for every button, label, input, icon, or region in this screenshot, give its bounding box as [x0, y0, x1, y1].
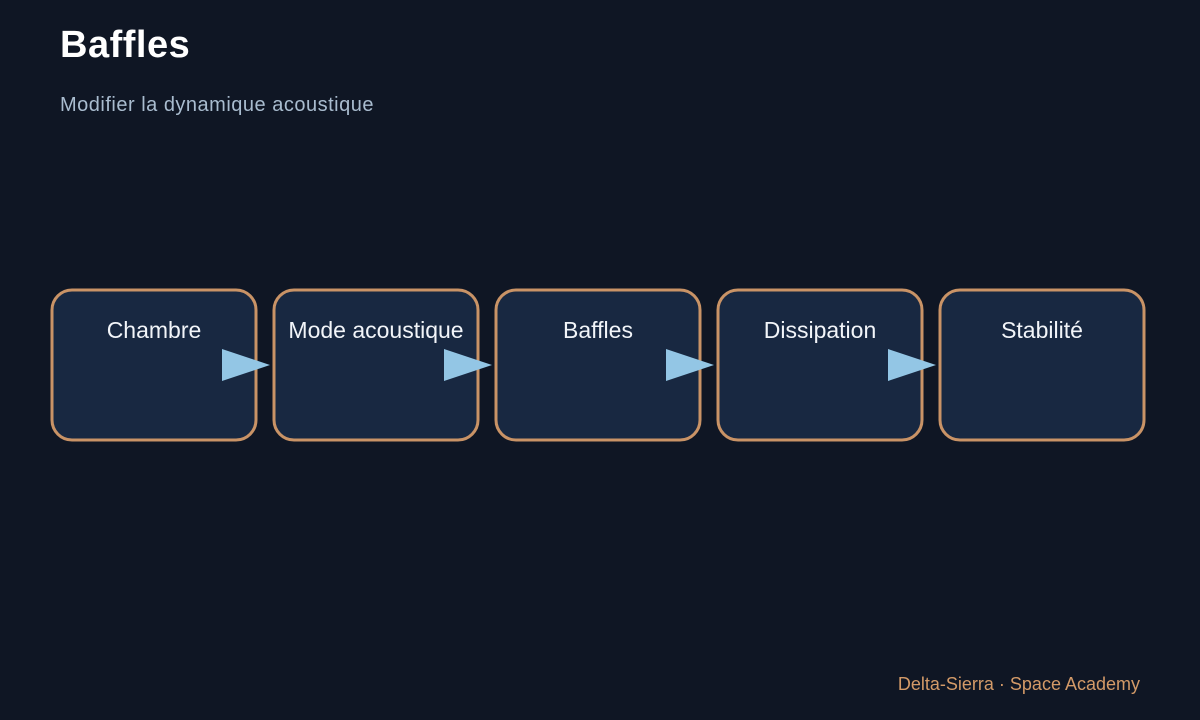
flow-arrow-icon — [444, 349, 492, 381]
page-subtitle: Modifier la dynamique acoustique — [60, 94, 374, 116]
footer-credit: Delta-Sierra · Space Academy — [897, 674, 1140, 694]
flow-step-box — [938, 288, 1146, 442]
flow-step-chambre: Chambre — [50, 288, 258, 442]
flow-step-label: Dissipation — [764, 317, 877, 343]
flow-step-stabilite: Stabilité — [938, 288, 1146, 442]
flow-step-label: Mode acoustique — [288, 317, 463, 343]
flow-step-baffles: Baffles — [494, 288, 702, 442]
flow-arrow-icon — [666, 349, 714, 381]
page-title: Baffles — [60, 24, 191, 66]
flow-arrow-icon — [222, 349, 270, 381]
flow-step-label: Chambre — [107, 317, 202, 343]
flow-step-label: Stabilité — [1001, 317, 1083, 343]
flow-step-label: Baffles — [563, 317, 633, 343]
flow-arrow-icon — [888, 349, 936, 381]
flow-step-mode-acoustique: Mode acoustique — [272, 288, 480, 442]
